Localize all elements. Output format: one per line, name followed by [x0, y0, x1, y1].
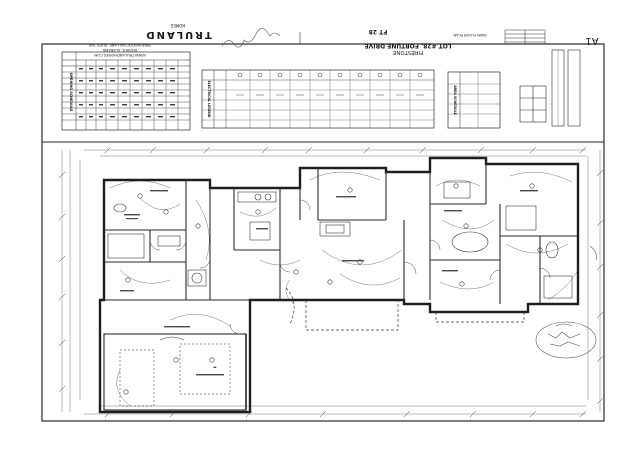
company-name: TRULAND [144, 29, 211, 40]
company-web: WWW.TRULANDHOMES.COM [94, 53, 145, 57]
sheet-border [41, 43, 605, 422]
revision-block [504, 29, 546, 45]
fixtures [107, 181, 573, 299]
electrical-legend-table [201, 69, 435, 129]
garage: — [103, 333, 247, 411]
door-detail-sketches [519, 49, 581, 127]
sheet-number: A1 [585, 35, 598, 46]
porch-outline [285, 287, 525, 331]
company-city: SHOALS, ALABAMA [102, 48, 137, 52]
plan-name: FIRESTONE [392, 49, 423, 55]
area-schedule-title: AREA SCHEDULE [453, 85, 457, 115]
electrical-wiring [109, 171, 579, 407]
dimension-lines [61, 149, 601, 415]
sheet-subject: MAIN FLOOR PLAN [453, 33, 486, 37]
electrical-legend-title: ELECTRICAL LEGEND [207, 81, 211, 118]
company-logo: TRULAND HOMES [144, 23, 211, 40]
title-block: TRULAND HOMES 3988 WOODCOW LANE, SUITE 3… [88, 23, 599, 57]
garage-note-mark: — [214, 365, 216, 369]
door-swings [149, 199, 551, 335]
light-fixture-symbols [123, 183, 543, 395]
exterior-walls [98, 156, 580, 414]
area-schedule-table [447, 71, 501, 129]
lot-title: LOT #28, FORTUNE DRIVE [365, 42, 452, 49]
opening-schedule-entries [79, 68, 175, 118]
electrical-legend-symbols [236, 72, 424, 96]
company-sub: HOMES [170, 23, 185, 28]
plan-ref: FT 28 [369, 28, 388, 35]
interior-walls [104, 164, 578, 304]
company-address: 3988 WOODCOW LANE, SUITE 300 [88, 43, 151, 47]
handwritten-annotation [535, 245, 597, 359]
opening-schedule-table [61, 51, 191, 131]
opening-schedule-title: OPENING SCHEDULE [69, 73, 73, 112]
room-label-marks [120, 190, 538, 376]
signature-mark [221, 28, 281, 48]
